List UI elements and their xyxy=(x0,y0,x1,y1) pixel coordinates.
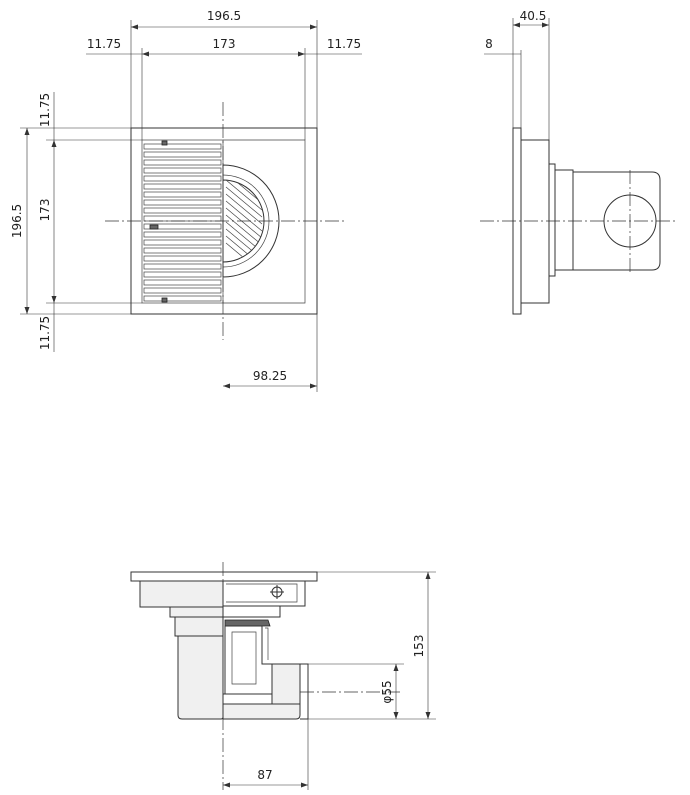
dim-top-overall-width: 196.5 xyxy=(207,9,241,23)
grate-bar xyxy=(143,167,222,174)
side-neck xyxy=(554,169,574,271)
section-dimensions: 153 φ55 87 xyxy=(223,571,436,790)
strainer-hatch-line xyxy=(225,214,263,246)
dim-left-inner-height: 173 xyxy=(38,199,52,222)
grate-bar xyxy=(143,255,222,262)
dim-top-left-margin: 11.75 xyxy=(87,37,121,51)
grate-bar xyxy=(143,223,222,230)
side-ring xyxy=(548,163,556,277)
grate-bar xyxy=(143,247,222,254)
strainer-hatch-line xyxy=(225,186,263,218)
grate-bar xyxy=(143,143,222,150)
dim-side-depth: 40.5 xyxy=(520,9,547,23)
grate-bar xyxy=(143,159,222,166)
dim-top-right-margin: 11.75 xyxy=(327,37,361,51)
dim-left-bottom-margin: 11.75 xyxy=(38,316,52,350)
grate-bar xyxy=(143,263,222,270)
plan-inner-plate xyxy=(223,139,306,304)
grate-bar xyxy=(143,231,222,238)
strainer-hatch-line xyxy=(225,180,263,204)
grate-bar xyxy=(143,207,222,214)
plan-left-dimensions: 196.5 173 11.75 11.75 xyxy=(10,92,142,352)
dim-outlet-offset: 87 xyxy=(257,768,272,782)
section-top-flange xyxy=(130,571,318,582)
dim-top-inner-width: 173 xyxy=(213,37,236,51)
dim-left-top-margin: 11.75 xyxy=(38,93,52,127)
strainer-hatch-line xyxy=(225,193,263,225)
side-view xyxy=(480,127,675,315)
dim-side-flange: 8 xyxy=(485,37,493,51)
plan-bottom-dimension: 98.25 xyxy=(223,314,318,392)
grate-bar xyxy=(143,271,222,278)
grate-bar xyxy=(143,295,222,302)
plan-top-dimensions: 196.5 173 11.75 11.75 xyxy=(86,9,362,140)
grate-bar xyxy=(143,183,222,190)
side-dimensions: 40.5 8 xyxy=(484,9,550,140)
section-strainer-cut xyxy=(224,619,271,627)
section-view xyxy=(130,562,400,790)
side-plate xyxy=(520,139,550,304)
grate-bar xyxy=(143,175,222,182)
grate-bar xyxy=(143,279,222,286)
strainer-hatch-line xyxy=(225,200,263,232)
plan-grate xyxy=(141,139,224,304)
grate-bar xyxy=(143,287,222,294)
grate-bar xyxy=(143,151,222,158)
section-left-rim xyxy=(139,580,224,608)
dim-section-height: 153 xyxy=(412,635,426,658)
grate-bar xyxy=(143,239,222,246)
section-outlet-stub xyxy=(271,663,301,705)
strainer-hatch-line xyxy=(225,180,263,211)
strainer-hatch-line xyxy=(225,207,263,239)
plan-view xyxy=(105,102,345,340)
grate-bar xyxy=(143,199,222,206)
dim-left-overall-height: 196.5 xyxy=(10,204,24,238)
section-left-body xyxy=(177,635,224,720)
dim-outlet-diameter: φ55 xyxy=(380,680,394,703)
grate-bar xyxy=(143,191,222,198)
dim-half-width: 98.25 xyxy=(253,369,287,383)
